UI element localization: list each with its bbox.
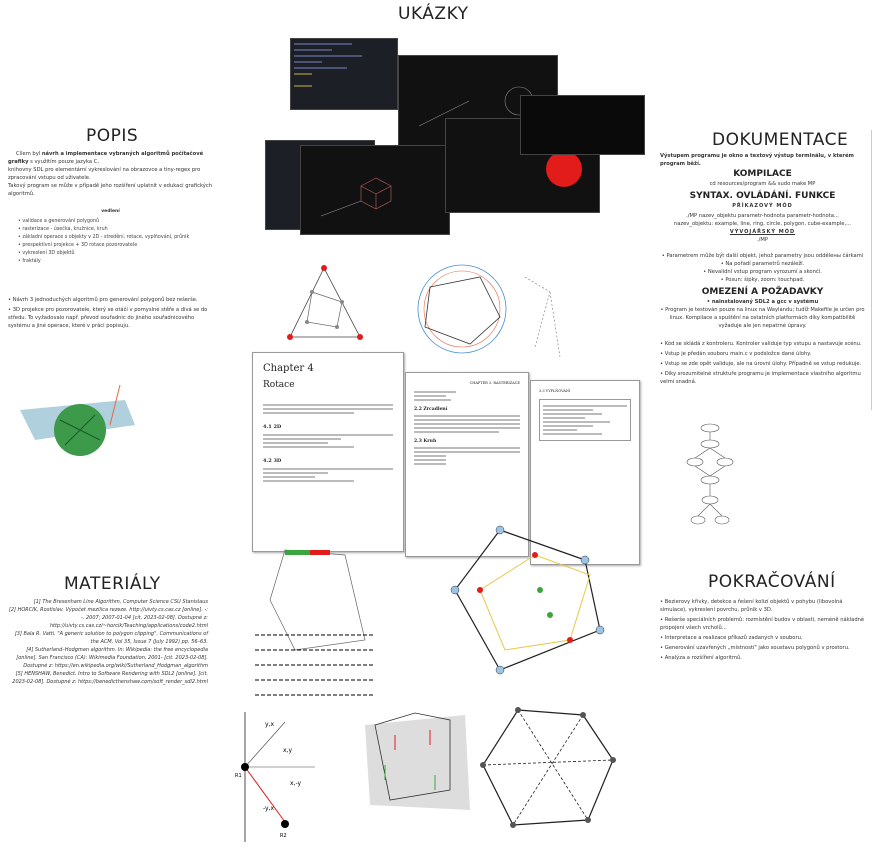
objekty-list: nazev_objektu: example, line, ring, circ… [673,221,852,227]
popis-intro: Cílem byl návrh a implementace vybraných… [8,151,213,197]
arch-item: • Kód se skládá z kontroleru. Kontroler … [660,341,862,347]
coordinate-diagram: y,x x,y x,-y -y,x R1 R2 [235,712,315,842]
feature-item: • základní operace s objekty v 2D - stre… [18,235,190,240]
features-title: vedlení [101,209,120,214]
feature-item: • vykreslení 3D objektů [18,251,75,256]
continuation-item: • Interpretace a realizace příkazů zadan… [660,635,803,641]
arch-item: • Vstup se zde opět validuje, ale na úro… [660,361,862,367]
dok-bullet: • Na pořadí parametrů nezáleží. [720,261,805,267]
feature-item: • prespektivní projekce + 3D rotace pozo… [18,243,138,248]
label-r2: R2 [280,833,287,839]
continuation-item: • Generování uzavřených „místností" jako… [660,645,850,651]
render-window [520,95,645,155]
omezeni-req: • nainstalovaný SDL2 a gcc v systému [706,299,819,305]
divider [871,130,872,410]
clipping-gray-diagram [365,712,470,810]
kompilace-title: KOMPILACE [733,169,792,179]
triangle-diagram [287,265,363,340]
feature-item: • fraktály [18,259,41,264]
dok-bullet: • Posun: šipky, zoom: touchpad. [720,277,805,283]
prikazovy-title: PŘÍKAZOVÝ MÓD [732,203,793,209]
popis-section: Cílem byl návrh a implementace vybraných… [8,150,213,332]
label-xmy: x,-y [290,780,302,787]
thesis-page-vyplnovani: 3.3 VYPLŇOVÁNÍ [530,380,640,565]
pokracovani-title: POKRAČOVÁNÍ [708,572,836,592]
features-list: • validace a generování polygonů • raste… [18,218,213,266]
vyvojarsky-title: VÝVOJÁŘSKÝ MÓD [729,229,796,235]
dokumentace-section: Výstupem programu je okno a textový výst… [660,152,865,388]
reference-item: [2] HORCIK, Rostislav. Výpočet mezilica … [8,607,208,629]
dashed-diagram [524,276,561,358]
pokracovani-list: • Bezierovy křivky, detekce a řešení kol… [660,598,870,664]
reference-item: [1] The Bresenham Line Algorithm, Comput… [33,599,208,605]
popis-note-1: • Návrh 3 jednoduchých algoritmů pro gen… [8,297,198,303]
prikazovy-cmd: ./MP nazev_objektu parametr-hodnota para… [686,213,839,219]
thesis-page-rasterizace: CHAPTER 3. RASTERIZACE 2.2 Zrcadlení 2.3… [405,372,529,557]
label-r1: R1 [235,773,242,779]
continuation-item: • Bezierovy křivky, detekce a řešení kol… [660,599,843,613]
label-yx: y,x [265,721,274,728]
render-window [300,145,450,235]
arch-item: • Díky srozumitelné struktuře programu j… [660,371,861,385]
flowchart-image [686,423,734,525]
feature-item: • rasterizace - úsečka, kružnice, kruh [18,227,108,232]
dok-bullet: • Nevalidní vstup program vyrozumí a sko… [703,269,822,275]
subsection-2d: 4.1 2D [263,424,282,430]
dok-intro: Výstupem programu je okno a textový výst… [660,153,854,167]
3d-globe-image [20,384,135,456]
ukazky-title: UKÁZKY [398,4,469,24]
subsection-title: 2.3 Kruh [414,439,437,444]
reference-item: [4] Sutherland–Hodgman algorithm. In: Wi… [16,647,208,669]
continuation-item: • Rešerše speciálních problemů: rozmístě… [660,617,865,631]
circle-clipping-diagram [417,264,507,354]
feature-item: • validace a generování polygonů [18,219,100,224]
popis-title: POPIS [86,126,139,146]
polygon-graph-diagram [450,525,605,675]
label-mymx: -y,x [263,805,275,812]
thesis-page-chapter4: Chapter 4 Rotace 4.1 2D 4.2 3D [252,352,404,552]
terminal-text [294,43,362,87]
vyvojarsky-cmd: ./MP [756,237,768,243]
section-title: Rotace [263,380,295,390]
page-header: 3.3 VYPLŇOVÁNÍ [539,389,571,393]
omezeni-text: • Program je testován pouze na linux na … [660,307,865,329]
syntax-title: SYNTAX. OVLÁDÁNÍ. FUNKCE [689,191,836,201]
subsection-title: 2.2 Zrcadlení [414,407,448,412]
references-list: [1] The Bresenham Line Algorithm, Comput… [8,598,208,686]
arch-item: • Vstup je předán souboru main.c v podsl… [660,351,812,357]
popis-note-2: • 3D projekce pro pozorovatele, který se… [8,307,208,329]
dokumentace-title: DOKUMENTACE [712,130,849,150]
subsection-3d: 4.2 3D [263,458,282,464]
rotation-diagram [255,549,375,696]
polygon-triangulation-diagram [480,707,616,828]
materialy-title: MATERIÁLY [64,574,161,594]
label-xy: x,y [283,747,292,754]
kompilace-cmd: cd resources/program && sudo make MP [709,181,816,187]
omezeni-title: OMEZENÍ A POŽADAVKY [701,287,824,297]
reference-item: [5] HENSHAW, Benedict. Intro to Software… [12,671,208,685]
dok-bullet: • Parametrem může být další objekt, jeho… [661,253,864,259]
page-header: CHAPTER 3. RASTERIZACE [469,381,520,385]
continuation-item: • Analýza a rozšíření algoritmů. [660,655,742,661]
reference-item: [3] Bala R. Vatti. "A generic solution t… [14,631,208,645]
chapter-title: Chapter 4 [263,363,314,374]
